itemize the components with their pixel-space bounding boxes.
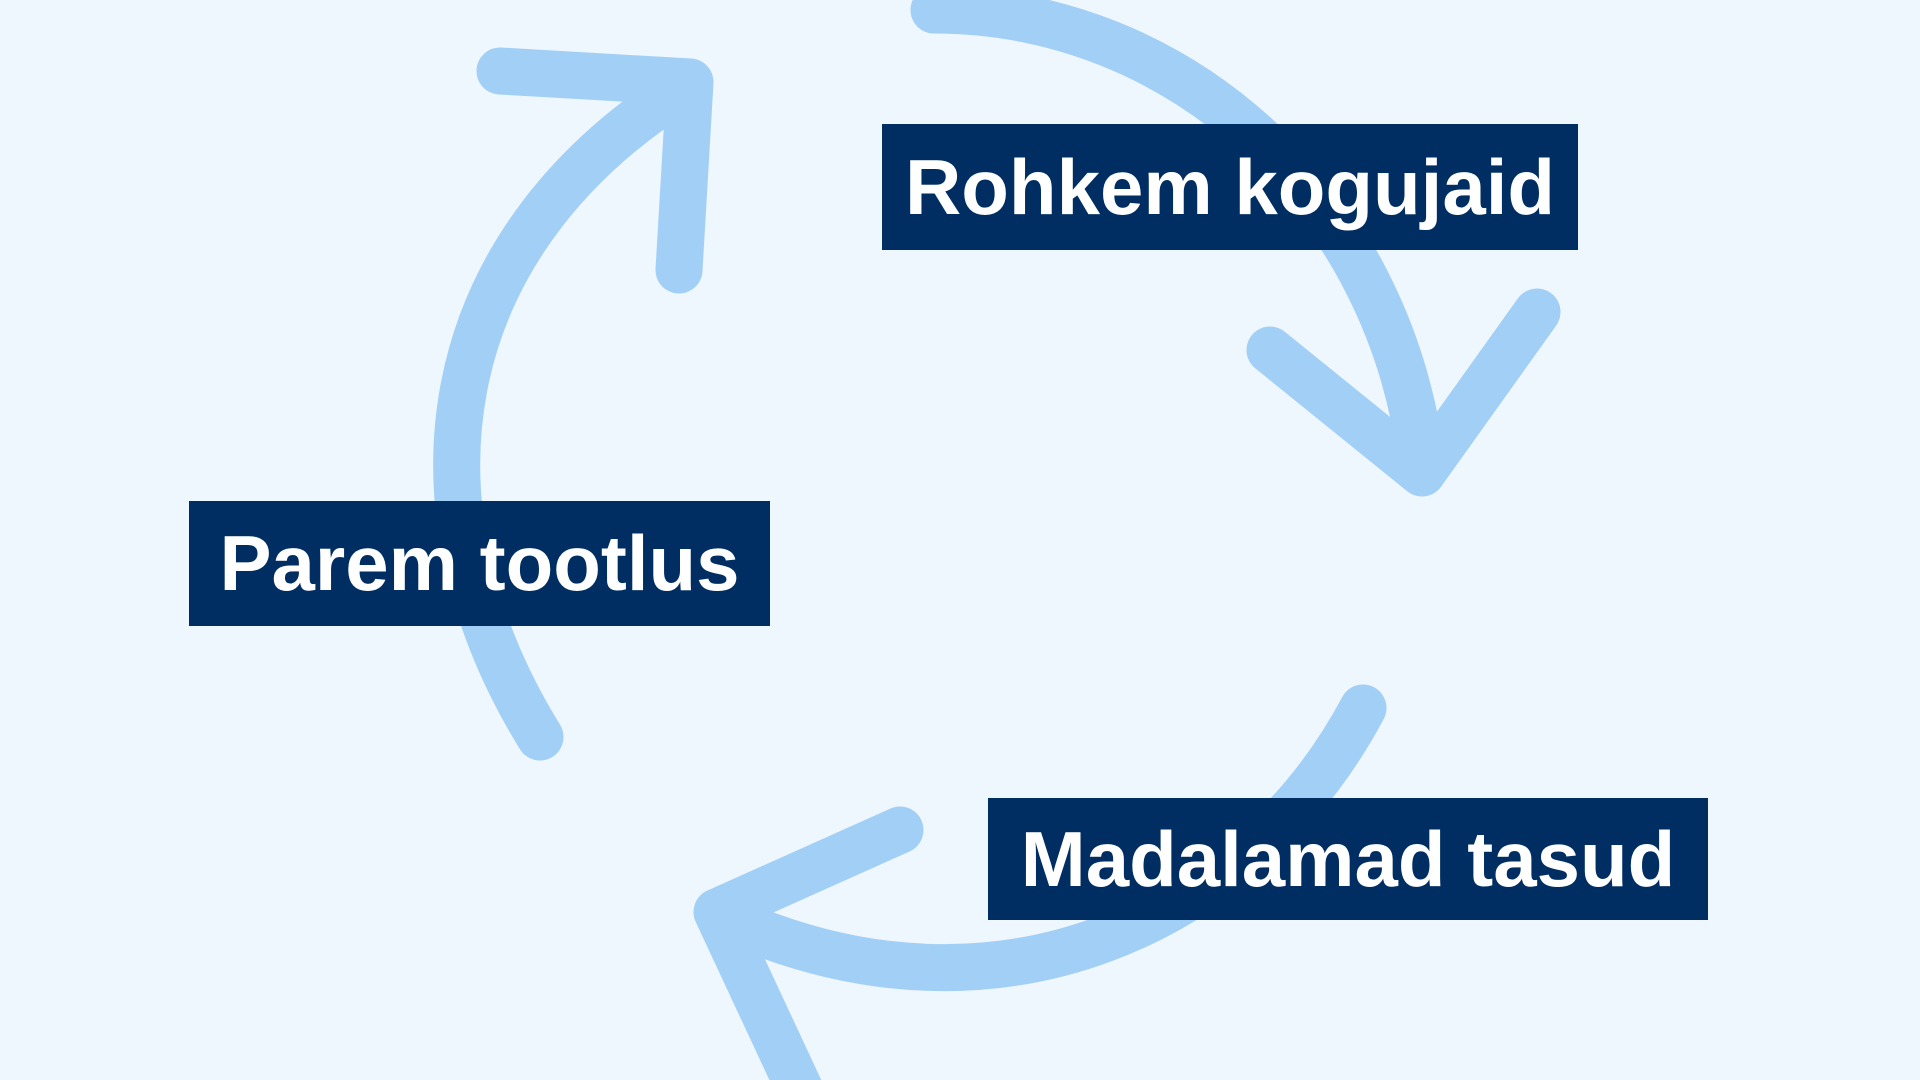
- label-text: Parem tootlus: [219, 519, 740, 607]
- curved-arrow-up-icon: [433, 47, 714, 761]
- label-lower-fees: Madalamad tasud: [988, 798, 1708, 920]
- label-better-returns: Parem tootlus: [189, 501, 770, 626]
- label-more-savers: Rohkem kogujaid: [882, 124, 1578, 250]
- label-text: Rohkem kogujaid: [904, 142, 1556, 231]
- label-text: Madalamad tasud: [1020, 814, 1676, 903]
- curved-arrow-left-icon: [693, 684, 1387, 1080]
